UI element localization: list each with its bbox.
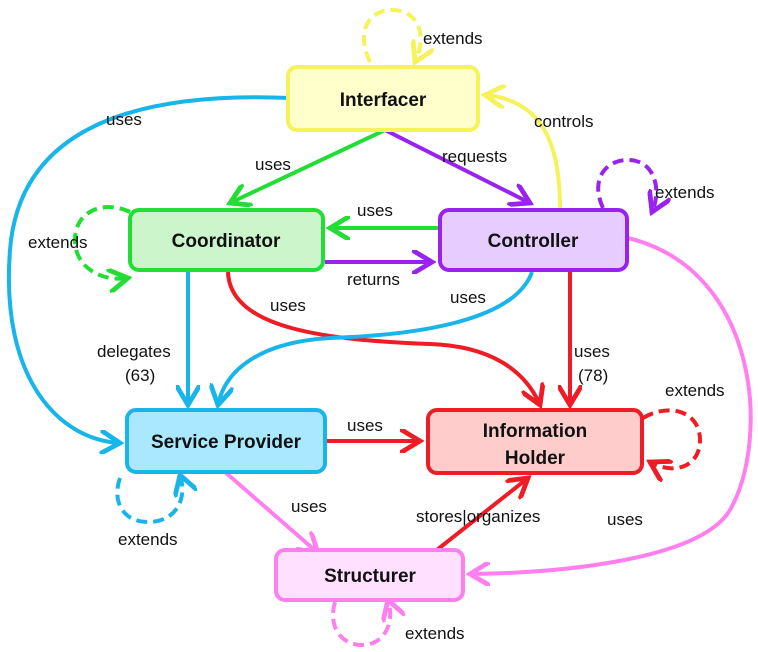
edge-interfacer-requests-controller [384, 128, 530, 203]
label-controller-uses-information-holder: uses [574, 342, 610, 361]
label-controller-extends: extends [655, 183, 715, 202]
edge-coordinator-uses-information-holder [226, 271, 540, 405]
edge-interfacer-uses-service-provider [6, 95, 291, 443]
label-interfacer-uses-coordinator: uses [255, 155, 291, 174]
label-controller-uses-structurer: uses [607, 510, 643, 529]
label-controller-uses-service-provider: uses [450, 288, 486, 307]
node-information-holder-label-line2: Holder [505, 448, 566, 469]
label-structurer-stores-organizes: stores|organizes [416, 507, 540, 526]
node-structurer-label: Structurer [324, 566, 416, 587]
label-structurer-extends: extends [405, 624, 465, 643]
node-coordinator-label: Coordinator [172, 231, 281, 252]
node-interfacer-label: Interfacer [340, 90, 427, 111]
label-service-provider-uses-structurer: uses [291, 497, 327, 516]
label-coordinator-returns-controller: returns [347, 270, 400, 289]
edge-service-provider-uses-structurer [223, 470, 318, 553]
node-coordinator[interactable]: Coordinator [128, 208, 325, 272]
loop-controller-extends [596, 157, 656, 212]
loop-coordinator-extends [72, 205, 130, 279]
edge-interfacer-uses-coordinator [230, 128, 386, 203]
node-structurer[interactable]: Structurer [274, 548, 465, 602]
label-interfacer-requests-controller: requests [442, 147, 507, 166]
node-controller[interactable]: Controller [438, 208, 629, 272]
node-information-holder-label-line1: Information [483, 421, 588, 442]
node-service-provider-label: Service Provider [151, 432, 302, 453]
node-service-provider[interactable]: Service Provider [125, 408, 327, 474]
edge-controller-controls-interfacer [485, 95, 562, 209]
label-interfacer-uses-service-provider: uses [106, 110, 142, 129]
label-interfacer-extends: extends [423, 29, 483, 48]
label-service-provider-extends: extends [118, 530, 178, 549]
label-delegates-count: (63) [125, 366, 155, 385]
label-coordinator-extends: extends [28, 233, 88, 252]
label-controller-controls-interfacer: controls [534, 112, 594, 131]
label-delegates: delegates [97, 342, 171, 361]
loop-interfacer-extends [361, 7, 421, 62]
node-controller-label: Controller [488, 231, 579, 252]
label-controller-uses-coordinator: uses [357, 201, 393, 220]
label-controller-uses-information-holder-count: (78) [578, 366, 608, 385]
edge-controller-uses-service-provider [218, 271, 534, 405]
node-interfacer[interactable]: Interfacer [286, 65, 480, 132]
label-coordinator-uses-information-holder: uses [270, 296, 306, 315]
label-service-provider-uses-information-holder: uses [347, 416, 383, 435]
loop-information-holder-extends [641, 408, 703, 468]
loop-service-provider-extends [115, 475, 182, 525]
edge-controller-uses-structurer [470, 236, 753, 574]
label-information-holder-extends: extends [665, 381, 725, 400]
edge-structurer-stores-information-holder [431, 478, 528, 555]
loop-structurer-extends [331, 600, 390, 648]
node-information-holder[interactable]: Information Holder [426, 408, 644, 475]
